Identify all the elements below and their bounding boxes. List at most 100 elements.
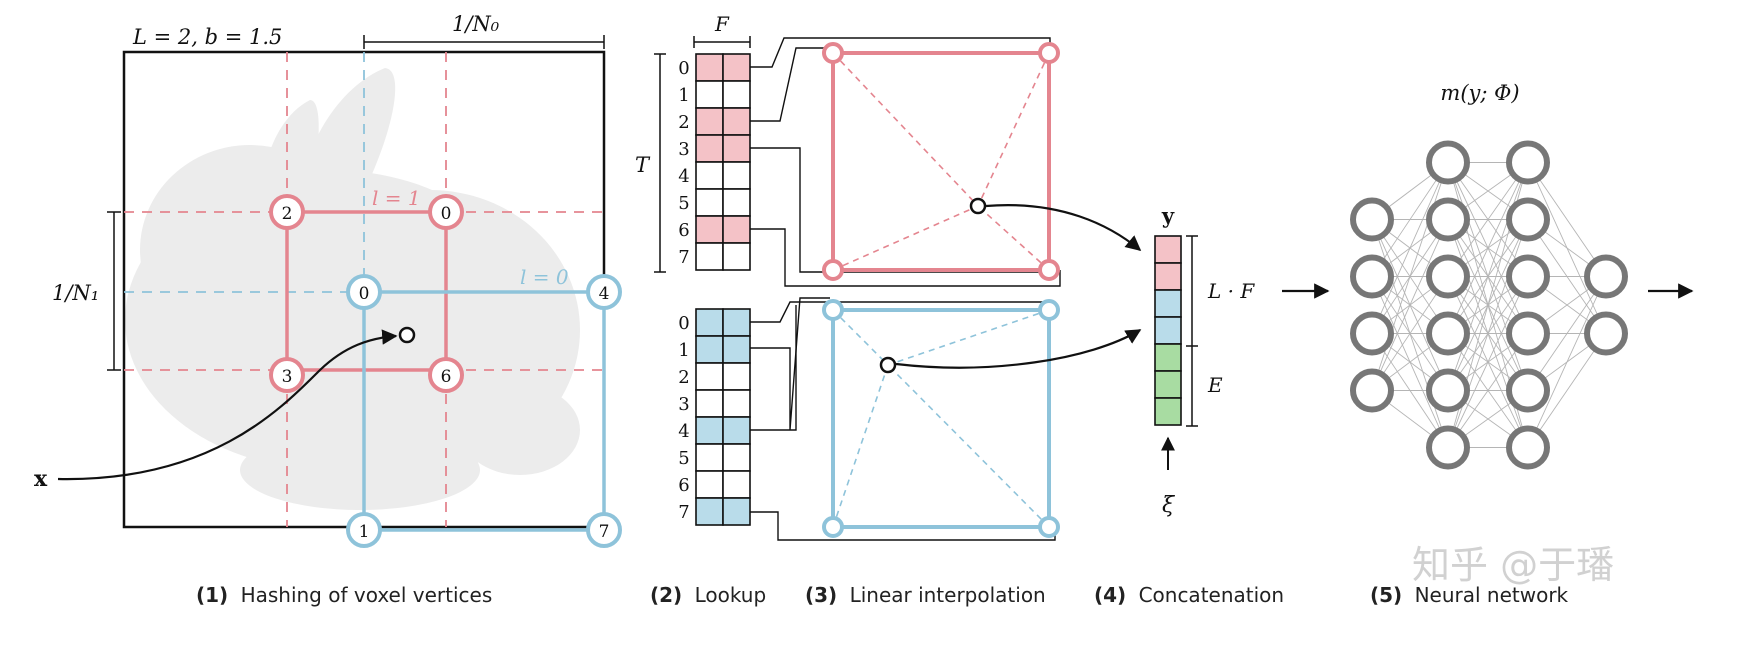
network-edge (1447, 276, 1529, 448)
hash-table-level1-row-index: 3 (678, 139, 689, 160)
network-edge (1371, 219, 1449, 391)
interp-square-level1 (831, 51, 1051, 272)
input-label: x (34, 466, 48, 492)
params-label: L = 2, b = 1.5 (132, 25, 282, 49)
red-vertex-label: 3 (282, 367, 293, 387)
red-vertex: 0 (428, 194, 464, 230)
interp-corners-level1 (822, 42, 1060, 281)
interp-corner (822, 42, 844, 64)
network-neuron (1426, 425, 1470, 470)
network-neuron (1584, 254, 1628, 299)
network-neuron (1426, 254, 1470, 299)
hash-table-level0-cell (722, 308, 751, 337)
network-edge (1371, 276, 1449, 391)
network-neuron (1506, 425, 1550, 470)
hash-table-level0-cell (722, 497, 751, 526)
t-label: T (635, 153, 651, 177)
network-neuron (1350, 368, 1394, 413)
f-label: F (714, 12, 730, 36)
lf-label: L · F (1207, 279, 1255, 303)
hash-table-level0-row-index: 5 (678, 448, 689, 469)
level1-label: l = 1 (372, 186, 421, 210)
red-vertex-label: 6 (441, 367, 452, 387)
network-edge (1447, 162, 1529, 334)
bunny-silhouette (125, 68, 580, 510)
network-neuron (1426, 311, 1470, 356)
network-edge (1371, 162, 1449, 391)
e-label: E (1207, 373, 1223, 397)
query-point (398, 326, 416, 344)
hash-table-level1-row-index: 7 (678, 247, 689, 268)
n1-label: 1/N₁ (52, 281, 99, 305)
red-vertex-label: 2 (282, 204, 293, 224)
interp-lines-level0 (832, 309, 1050, 528)
xi-label: ξ (1162, 493, 1176, 518)
network-neuron (1350, 254, 1394, 299)
interp-lines-level1 (832, 52, 1050, 271)
network-edge (1447, 333, 1529, 448)
red-vertex: 6 (428, 357, 464, 393)
feature-cell-red (1154, 235, 1182, 264)
m-label: m(y; Φ) (1440, 81, 1519, 105)
network-neuron (1506, 197, 1550, 242)
blue-vertex: 7 (586, 512, 622, 548)
hash-table-level0-cell (695, 497, 724, 526)
interp-corner (822, 299, 844, 321)
network-edge (1371, 162, 1449, 334)
arrow-to-concat-level0 (895, 329, 1142, 369)
network-edge (1447, 219, 1529, 448)
lf-bracket (1186, 235, 1198, 347)
interp-corner (1038, 42, 1060, 64)
blue-vertex-label: 0 (359, 284, 370, 304)
blue-vertex: 4 (586, 274, 622, 310)
network-edges (1371, 162, 1607, 448)
hash-table-level1-row-index: 2 (678, 112, 689, 133)
hash-table-level1-cell (722, 107, 751, 136)
n0-bracket (363, 35, 605, 49)
interp-point-level0 (879, 356, 897, 374)
network-neuron (1350, 311, 1394, 356)
feature-vector (1154, 235, 1182, 426)
watermark: 知乎 @于璠 (1412, 543, 1614, 587)
hash-table-level1-cell (722, 242, 751, 271)
interp-corner (1038, 516, 1060, 538)
blue-vertex-label: 7 (599, 522, 610, 542)
hash-table-level0-row-index: 3 (678, 394, 689, 415)
f-bracket (693, 36, 751, 48)
t-bracket (654, 53, 666, 273)
lookup-connectors-level1 (750, 37, 1061, 287)
caption-concatenation: (4) Concatenation (1094, 583, 1284, 607)
captions: (1) Hashing of voxel vertices (2) Lookup… (196, 583, 1569, 607)
hash-table-level0-cell (722, 416, 751, 445)
n0-label: 1/N₀ (452, 12, 500, 36)
hash-table-level0-cell (722, 362, 751, 391)
interp-corner (822, 259, 844, 281)
panel-concatenation: y L · F E ξ (1154, 203, 1330, 518)
y-label: y (1161, 203, 1175, 228)
network-neuron (1584, 311, 1628, 356)
hash-table-level1-cell (722, 188, 751, 217)
interp-corners-level0 (822, 299, 1060, 538)
panel-interpolation (822, 42, 1142, 538)
red-vertex-label: 0 (441, 204, 452, 224)
panel-neural-network: m(y; Φ) (1350, 81, 1694, 470)
network-neuron (1506, 254, 1550, 299)
feature-cell-red (1154, 262, 1182, 291)
hash-table-level1-cell (695, 53, 724, 82)
hash-table-level1-cell (722, 215, 751, 244)
interp-square-level0 (831, 308, 1051, 529)
hash-table-level1-cell (722, 161, 751, 190)
network-neuron (1506, 368, 1550, 413)
hash-table-level1-cell (695, 215, 724, 244)
interp-point-level1 (969, 197, 987, 215)
hash-table-level0-row-index: 2 (678, 367, 689, 388)
blue-vertex-label: 1 (359, 522, 370, 542)
hash-table-level1-cell (695, 188, 724, 217)
red-vertex: 2 (269, 194, 305, 230)
hash-table-level0-row-index: 0 (678, 313, 689, 334)
level0-cell (362, 290, 606, 532)
hash-table-level0-row-index: 6 (678, 475, 689, 496)
